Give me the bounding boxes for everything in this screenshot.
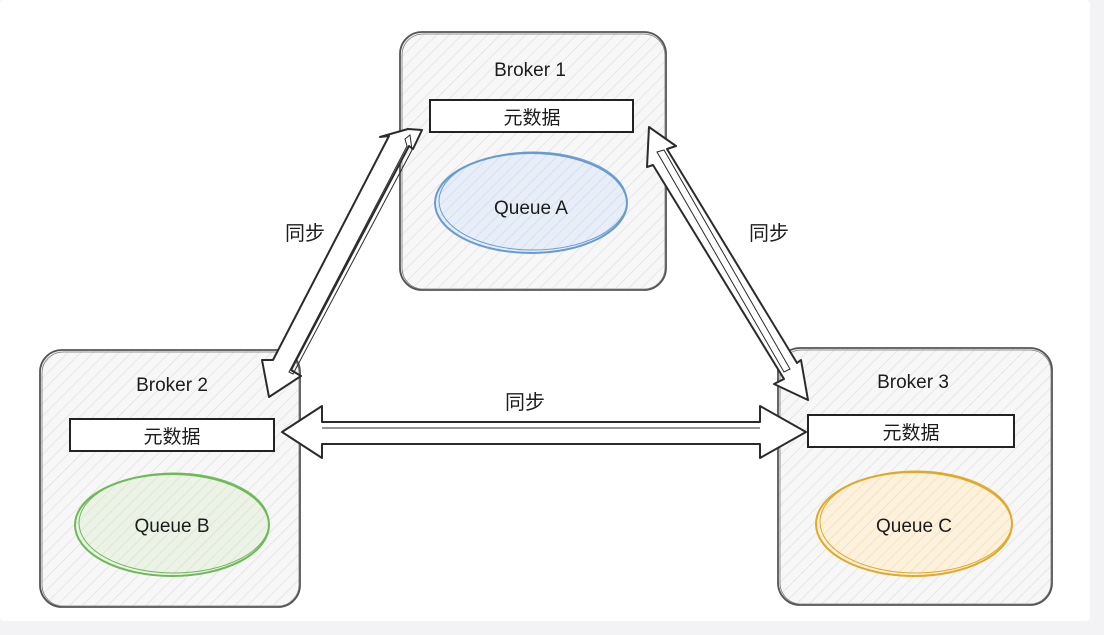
broker-3-metadata-box	[807, 414, 1015, 448]
sync-arrow-b1-b3	[646, 126, 809, 401]
sync-label-b2-b3: 同步	[505, 391, 545, 414]
queue-b-label: Queue B	[135, 516, 210, 537]
sync-arrow-b2-b3	[281, 405, 807, 459]
broker-2-title: Broker 2	[136, 375, 208, 396]
broker-3-metadata-label: 元数据	[882, 422, 939, 444]
sync-arrow-b1-b2	[261, 128, 423, 398]
broker-1-metadata-box	[429, 99, 634, 133]
sync-label-b1-b2: 同步	[285, 222, 325, 245]
broker-3-node: Broker 3 元数据 Queue C	[777, 347, 1053, 606]
broker-1-metadata-label: 元数据	[503, 107, 560, 129]
queue-a-label: Queue A	[494, 198, 568, 219]
broker-1-node: Broker 1 元数据 Queue A	[399, 31, 667, 291]
broker-2-metadata-box	[69, 418, 275, 452]
broker-1-title: Broker 1	[494, 60, 566, 81]
diagram-canvas: Broker 1 元数据 Queue A Broker 2 元数据 Queue …	[0, 0, 1090, 621]
queue-c-label: Queue C	[876, 516, 952, 537]
broker-2-node: Broker 2 元数据 Queue B	[39, 349, 301, 608]
sync-label-b1-b3: 同步	[749, 222, 789, 245]
broker-2-metadata-label: 元数据	[143, 426, 200, 448]
broker-3-title: Broker 3	[877, 372, 949, 393]
